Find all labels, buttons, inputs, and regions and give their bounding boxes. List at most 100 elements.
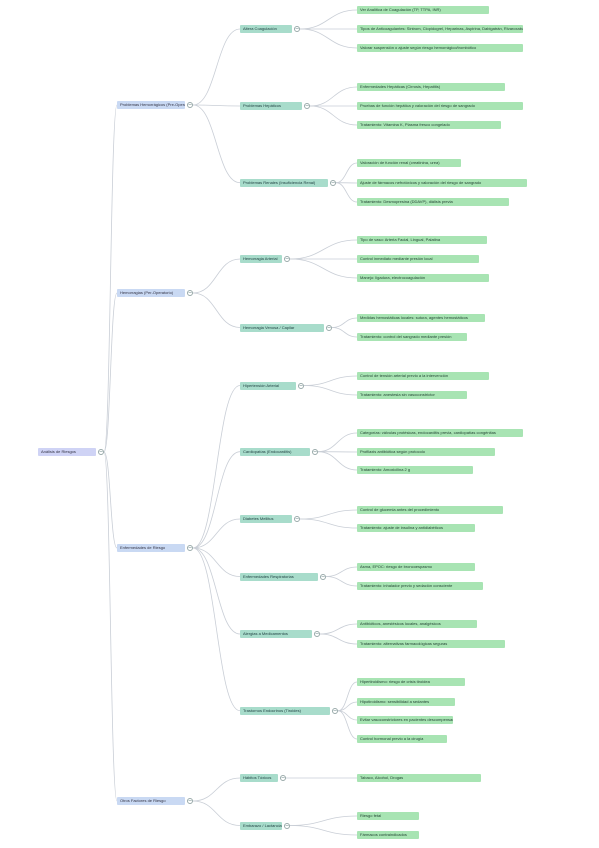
connector-line [309, 105, 358, 126]
leaf-node[interactable]: Fármacos contraindicados [357, 831, 419, 839]
connector-line [299, 518, 358, 529]
branch-node[interactable]: Otros Factores de Riesgo [117, 797, 185, 805]
sub-branch-node[interactable]: Alergias a Medicamentos [240, 630, 312, 638]
connector-line [299, 509, 358, 520]
collapse-toggle-icon[interactable]: − [326, 324, 332, 331]
leaf-node[interactable]: Tratamiento: ajuste de insulina y antidi… [357, 524, 475, 532]
leaf-node[interactable]: Tabaco, Alcohol, Drogas [357, 774, 481, 782]
sub-branch-node[interactable]: Trastornos Endocrinos (Tiroides) [240, 706, 330, 715]
connector-line [331, 327, 358, 338]
connector-line [335, 162, 358, 184]
connector-line [103, 104, 118, 453]
collapse-toggle-icon[interactable]: − [294, 26, 300, 32]
connector-line [192, 104, 241, 107]
collapse-toggle-icon[interactable]: − [98, 449, 104, 455]
connector-line [337, 701, 358, 712]
collapse-toggle-icon[interactable]: − [314, 631, 320, 637]
leaf-node[interactable]: Pruebas de función hepática y valoración… [357, 102, 523, 110]
leaf-node[interactable]: Hipertiroidismo: riesgo de crisis tiroid… [357, 678, 465, 686]
collapse-toggle-icon[interactable]: − [187, 102, 193, 108]
leaf-node[interactable]: Tratamiento: Vitamina K, Plasma fresco c… [357, 121, 501, 129]
branch-node[interactable]: Problemas Hemorrágicos (Pre-Operatorio) [117, 101, 185, 109]
sub-branch-node[interactable]: Cardiopatías (Endocarditis) [240, 447, 310, 456]
sub-branch-node[interactable]: Hábitos Tóxicos [240, 774, 278, 782]
connector-line [192, 800, 241, 826]
connector-line [335, 182, 358, 203]
connector-line [192, 547, 241, 712]
connector-line [289, 825, 358, 836]
leaf-node[interactable]: Categorías: válvulas protésicas, endocar… [357, 429, 523, 437]
leaf-node[interactable]: Tratamiento: anestesia sin vasoconstrict… [357, 391, 467, 399]
sub-branch-node[interactable]: Problemas Hepáticos [240, 102, 302, 110]
connector-line [192, 385, 241, 549]
collapse-toggle-icon[interactable]: − [298, 382, 304, 389]
connector-line [325, 566, 358, 577]
connector-line [103, 451, 118, 549]
leaf-node[interactable]: Control inmediato mediante presión local [357, 255, 479, 263]
connector-line [289, 258, 358, 279]
sub-branch-node[interactable]: Hemorragia Venosa / Capilar [240, 323, 324, 332]
leaf-node[interactable]: Ajuste de fármacos nefrotóxicos y valora… [357, 179, 527, 187]
leaf-node[interactable]: Evitar vasoconstrictores en pacientes de… [357, 716, 453, 724]
connector-line [319, 633, 358, 645]
leaf-node[interactable]: Valoración de función renal (creatinina,… [357, 159, 461, 167]
root-node[interactable]: Análisis de Riesgos [38, 448, 96, 456]
collapse-toggle-icon[interactable]: − [332, 707, 338, 714]
leaf-node[interactable]: Tratamiento: alternativas farmacológicas… [357, 640, 505, 648]
collapse-toggle-icon[interactable]: − [187, 798, 193, 804]
sub-branch-node[interactable]: Hipertensión Arterial [240, 381, 296, 390]
collapse-toggle-icon[interactable]: − [320, 573, 326, 580]
sub-branch-node[interactable]: Embarazo / Lactancia [240, 821, 282, 830]
leaf-node[interactable]: Tratamiento: Desmopresina (DDAVP), diáli… [357, 198, 509, 206]
connector-line [192, 258, 241, 294]
connector-line [103, 292, 118, 453]
collapse-toggle-icon[interactable]: − [304, 103, 310, 109]
leaf-node[interactable]: Tipo de vaso: Arteria Facial, Lingual, P… [357, 236, 487, 244]
collapse-toggle-icon[interactable]: − [284, 256, 290, 262]
leaf-node[interactable]: Ver Analítica de Coagulación (TP, TTPA, … [357, 6, 489, 14]
collapse-toggle-icon[interactable]: − [187, 290, 193, 296]
leaf-node[interactable]: Riesgo fetal [357, 812, 419, 820]
leaf-node[interactable]: Tratamiento: inhalador previo y sedación… [357, 582, 483, 590]
leaf-node[interactable]: Control hormonal previo a la cirugía [357, 735, 447, 743]
connector-line [192, 547, 241, 635]
leaf-node[interactable]: Hipotiroidismo: sensibilidad a sedantes [357, 698, 455, 706]
connector-line [325, 576, 358, 587]
collapse-toggle-icon[interactable]: − [187, 545, 193, 551]
connector-line [289, 239, 358, 260]
connector-line [303, 375, 358, 386]
collapse-toggle-icon[interactable]: − [294, 516, 300, 522]
sub-branch-node[interactable]: Enfermedades Respiratorias [240, 572, 318, 581]
leaf-node[interactable]: Asma, EPOC: riesgo de broncoespasmo [357, 563, 475, 571]
leaf-node[interactable]: Enfermedades Hepáticas (Cirrosis, Hepati… [357, 83, 505, 91]
leaf-node[interactable]: Tratamiento: Amoxicilina 2 g [357, 466, 473, 474]
connector-line [337, 681, 358, 712]
leaf-node[interactable]: Valorar suspensión o ajuste según riesgo… [357, 44, 523, 52]
collapse-toggle-icon[interactable]: − [312, 448, 318, 455]
branch-node[interactable]: Hemorragias (Per-Operatorio) [117, 289, 185, 297]
sub-branch-node[interactable]: Hemorragia Arterial [240, 255, 282, 263]
leaf-node[interactable]: Medidas hemostáticas locales: sutura, ag… [357, 314, 485, 322]
connector-line [299, 28, 358, 49]
leaf-node[interactable]: Profilaxis antibiótica según protocolo [357, 448, 495, 456]
connector-line [317, 451, 358, 471]
leaf-node[interactable]: Manejo: ligadura, electrocoagulación [357, 274, 489, 282]
connector-line [192, 518, 241, 549]
sub-branch-node[interactable]: Diabetes Mellitus [240, 515, 292, 523]
leaf-node[interactable]: Tipos de Anticoagulantes: Sintrom, Clopi… [357, 25, 523, 33]
leaf-node[interactable]: Tratamiento: control del sangrado median… [357, 333, 467, 341]
connector-line [192, 28, 241, 106]
connector-line [303, 385, 358, 396]
collapse-toggle-icon[interactable]: − [330, 179, 336, 186]
leaf-node[interactable]: Antibióticos, anestésicos locales, analg… [357, 620, 477, 628]
leaf-node[interactable]: Control de tensión arterial previo a la … [357, 372, 489, 380]
collapse-toggle-icon[interactable]: − [280, 775, 286, 781]
collapse-toggle-icon[interactable]: − [284, 822, 290, 829]
connector-line [192, 292, 241, 328]
branch-node[interactable]: Enfermedades de Riesgo [117, 544, 185, 552]
leaf-node[interactable]: Control de glucemia antes del procedimie… [357, 506, 503, 514]
sub-branch-node[interactable]: Altera Coagulación [240, 25, 292, 33]
connector-line [299, 9, 358, 30]
connector-line [309, 86, 358, 107]
sub-branch-node[interactable]: Problemas Renales (Insuficiencia Renal) [240, 178, 328, 187]
